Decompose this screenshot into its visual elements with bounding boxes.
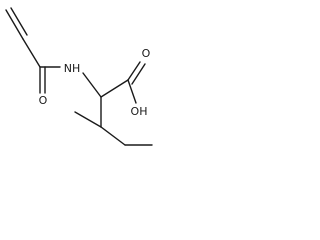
bond-vinyl-c1-c2 <box>5 9 24 40</box>
bond-cbeta-ch2 <box>100 126 126 146</box>
structure-canvas: O NH O OH <box>0 0 166 180</box>
bond-acid-co-1 <box>127 61 141 81</box>
atom-hydroxyl: OH <box>131 105 148 118</box>
atom-amide-oxygen: O <box>39 94 48 107</box>
bond-calpha-cacid <box>100 79 129 98</box>
bond-acid-co-2 <box>131 63 146 85</box>
bond-acid-coh <box>127 79 137 104</box>
bond-vinyl-c2-c3 <box>22 38 41 68</box>
bond-cbeta-methyl <box>74 111 102 128</box>
bond-vinyl-c1-c2-double <box>10 7 28 36</box>
atom-amide-nitrogen: NH <box>64 62 81 75</box>
atom-acid-oxygen: O <box>142 47 151 60</box>
molecule-drawing: O NH O OH <box>5 7 153 146</box>
bond-n-calpha <box>82 72 102 98</box>
